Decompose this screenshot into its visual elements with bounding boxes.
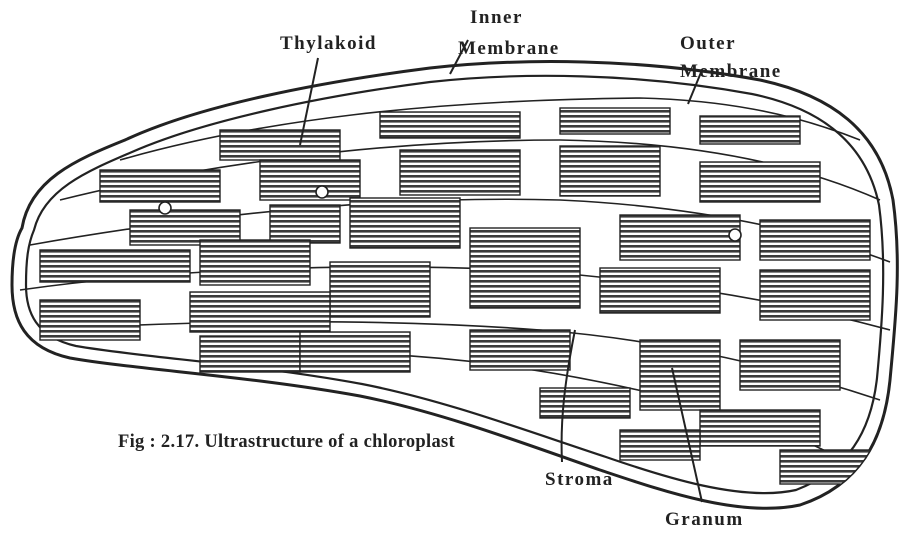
inner-membrane-label-line1: Inner bbox=[470, 7, 523, 28]
stroma-label: Stroma bbox=[545, 469, 614, 490]
granum-stack bbox=[700, 162, 820, 202]
granum-stack bbox=[260, 160, 360, 200]
vesicle bbox=[159, 202, 171, 214]
inner-membrane-label-line2: Membrane bbox=[458, 38, 560, 59]
granum-stack bbox=[350, 198, 460, 248]
granum-stack bbox=[560, 146, 660, 196]
granum-stack bbox=[740, 340, 840, 390]
granum-stack bbox=[540, 388, 630, 418]
granum-stack bbox=[190, 292, 330, 332]
vesicle bbox=[316, 186, 328, 198]
granum-stack bbox=[40, 250, 190, 282]
granum-stack bbox=[560, 108, 670, 134]
granum-stack bbox=[200, 336, 300, 372]
granum-stack bbox=[760, 270, 870, 320]
outer-membrane-label-line2: Membrane bbox=[680, 61, 782, 82]
granum-stack bbox=[40, 300, 140, 340]
granum-stack bbox=[300, 332, 410, 372]
outer-membrane-label-line1: Outer bbox=[680, 33, 736, 54]
granum-stack bbox=[200, 240, 310, 285]
granum-label: Granum bbox=[665, 509, 744, 530]
figure-caption: Fig : 2.17. Ultrastructure of a chloropl… bbox=[118, 432, 455, 452]
granum-stack bbox=[400, 150, 520, 195]
granum-stack bbox=[600, 268, 720, 313]
granum-stack bbox=[620, 430, 700, 460]
granum-stack bbox=[760, 220, 870, 260]
granum-stack bbox=[330, 262, 430, 317]
thylakoid-label: Thylakoid bbox=[280, 33, 377, 54]
granum-stack bbox=[470, 228, 580, 308]
granum-stack bbox=[100, 170, 220, 202]
granum-stack bbox=[700, 410, 820, 446]
granum-stack bbox=[220, 130, 340, 160]
granum-stack bbox=[270, 205, 340, 243]
granum-stack bbox=[470, 330, 570, 370]
granum-stack bbox=[700, 116, 800, 144]
granum-stack bbox=[620, 215, 740, 260]
granum-stack bbox=[780, 450, 870, 484]
vesicle bbox=[729, 229, 741, 241]
granum-stack bbox=[380, 112, 520, 138]
